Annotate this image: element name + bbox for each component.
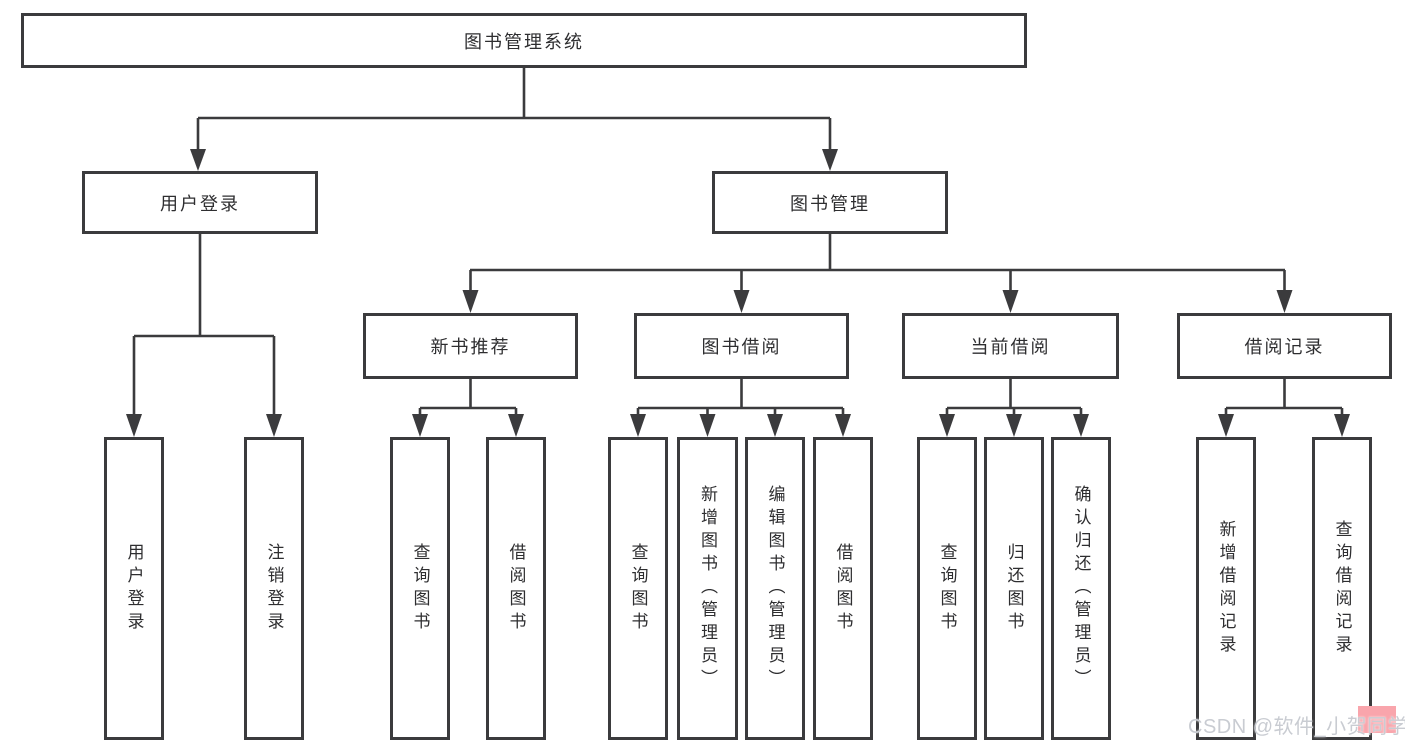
node-label: 借阅记录 <box>1244 337 1325 357</box>
connector-book-management-children <box>462 234 1293 313</box>
node-label: 用户登录 <box>160 193 240 214</box>
leaf-add-books-admin: 新增图书（管理员） <box>677 437 738 740</box>
connector-user-login-children <box>126 234 282 437</box>
leaf-borrow-books: 借阅图书 <box>813 437 873 740</box>
leaf-label: 借阅图书 <box>833 542 853 635</box>
leaf-label: 查询图书 <box>937 542 957 635</box>
leaf-label: 查询借阅记录 <box>1332 519 1352 658</box>
leaf-label: 归还图书 <box>1004 542 1024 635</box>
watermark-accent-block <box>1358 706 1396 733</box>
leaf-confirm-return-admin: 确认归还（管理员） <box>1051 437 1111 740</box>
leaf-label: 注销登录 <box>264 542 284 635</box>
node-book-management: 图书管理 <box>712 171 948 234</box>
leaf-logout: 注销登录 <box>244 437 304 740</box>
leaf-return-books: 归还图书 <box>984 437 1044 740</box>
leaf-edit-books-admin: 编辑图书（管理员） <box>745 437 805 740</box>
leaf-label: 借阅图书 <box>506 542 526 635</box>
connector-current-borrow-children <box>939 379 1089 437</box>
leaf-query-books-current: 查询图书 <box>917 437 977 740</box>
connector-borrow-record-children <box>1218 379 1350 437</box>
node-borrowing-records: 借阅记录 <box>1177 313 1392 379</box>
node-label: 图书借阅 <box>701 337 782 357</box>
leaf-query-borrow-record: 查询借阅记录 <box>1312 437 1372 740</box>
leaf-query-books-recommend: 查询图书 <box>390 437 450 740</box>
leaf-label: 确认归还（管理员） <box>1071 485 1091 692</box>
leaf-label: 用户登录 <box>124 542 144 635</box>
leaf-add-borrow-record: 新增借阅记录 <box>1196 437 1256 740</box>
leaf-query-books-borrowing: 查询图书 <box>608 437 668 740</box>
leaf-label: 新增图书（管理员） <box>698 485 717 692</box>
node-label: 当前借阅 <box>970 337 1051 357</box>
node-library-management-system: 图书管理系统 <box>21 13 1027 68</box>
leaf-label: 查询图书 <box>628 542 648 635</box>
node-label: 图书管理系统 <box>464 31 584 52</box>
leaf-user-login: 用户登录 <box>104 437 164 740</box>
node-book-borrowing: 图书借阅 <box>634 313 849 379</box>
node-new-book-recommend: 新书推荐 <box>363 313 578 379</box>
leaf-label: 编辑图书（管理员） <box>765 485 785 692</box>
leaf-label: 新增借阅记录 <box>1216 519 1236 658</box>
csdn-watermark: CSDN @软件_小贺同学 <box>1188 716 1405 738</box>
node-current-borrowing: 当前借阅 <box>902 313 1119 379</box>
connector-book-borrow-children <box>630 379 851 437</box>
leaf-label: 查询图书 <box>410 542 430 635</box>
connector-new-book-children <box>412 379 524 437</box>
node-label: 新书推荐 <box>430 337 511 357</box>
leaf-borrow-books-recommend: 借阅图书 <box>486 437 546 740</box>
node-label: 图书管理 <box>790 193 870 214</box>
connector-root-to-level2 <box>190 68 838 171</box>
node-user-login: 用户登录 <box>82 171 318 234</box>
